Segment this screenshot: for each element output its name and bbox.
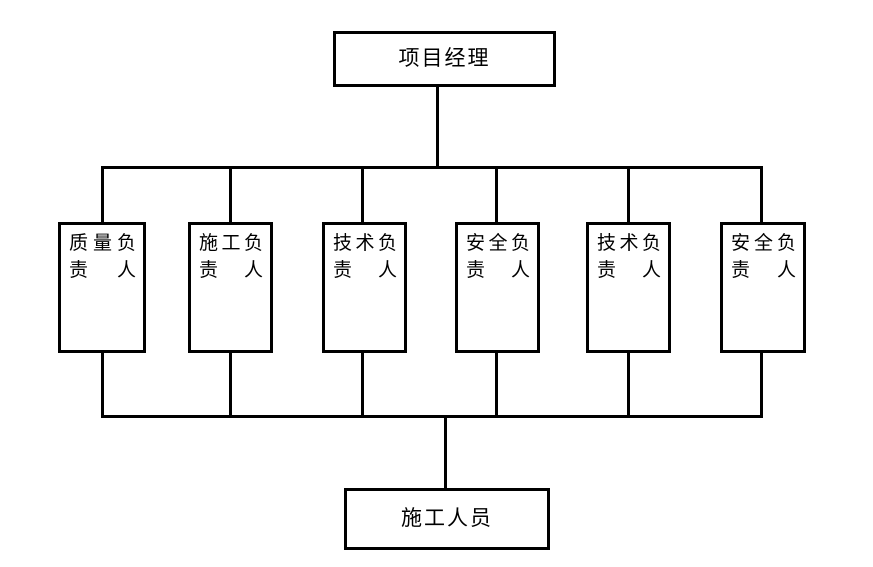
connector-upper-drop-3	[361, 166, 364, 225]
node-technical-manager-1-label: 技术负责人	[333, 233, 397, 281]
connector-upper-drop-1	[101, 166, 104, 225]
connector-upper-drop-5	[627, 166, 630, 225]
connector-upper-bus	[102, 166, 763, 169]
node-technical-manager-2: 技术负责人	[586, 222, 671, 353]
node-safety-manager-1-label: 安全负责人	[466, 233, 530, 281]
node-project-manager-label: 项目经理	[398, 46, 491, 71]
node-safety-manager-1: 安全负责人	[455, 222, 540, 353]
connector-lower-drop-1	[101, 350, 104, 418]
node-safety-manager-2: 安全负责人	[720, 222, 806, 353]
node-technical-manager-1: 技术负责人	[322, 222, 407, 353]
node-quality-manager: 质量负责人	[58, 222, 146, 353]
node-construction-manager: 施工负责人	[188, 222, 273, 353]
connector-lower-drop-6	[760, 350, 763, 418]
node-quality-manager-label: 质量负责人	[69, 233, 136, 281]
node-technical-manager-2-label: 技术负责人	[597, 233, 661, 281]
node-construction-manager-label: 施工负责人	[199, 233, 263, 281]
connector-lower-bus	[102, 415, 763, 418]
connector-upper-drop-2	[229, 166, 232, 225]
connector-lower-drop-3	[361, 350, 364, 418]
connector-lower-drop-2	[229, 350, 232, 418]
node-construction-personnel-label: 施工人员	[401, 506, 493, 531]
node-project-manager: 项目经理	[333, 31, 556, 87]
connector-upper-drop-6	[760, 166, 763, 225]
connector-lower-drop-5	[627, 350, 630, 418]
connector-bottom-stem	[444, 415, 447, 490]
node-safety-manager-2-label: 安全负责人	[731, 233, 796, 281]
connector-lower-drop-4	[495, 350, 498, 418]
node-construction-personnel: 施工人员	[344, 488, 550, 550]
connector-top-stem	[436, 87, 439, 169]
connector-upper-drop-4	[495, 166, 498, 225]
